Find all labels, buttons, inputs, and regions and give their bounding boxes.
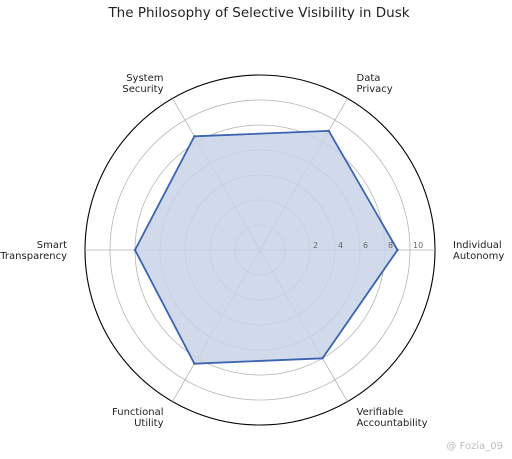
- series-fill-0: [135, 130, 398, 364]
- series-point-0-1: [327, 129, 330, 133]
- series-layer: [133, 129, 399, 365]
- axis-label-2-1: Security: [122, 84, 163, 95]
- axis-label-4-0: Functional: [112, 407, 163, 418]
- chart-title: The Philosophy of Selective Visibility i…: [107, 5, 409, 21]
- axis-label-1-1: Privacy: [357, 84, 393, 95]
- axis-label-5-1: Accountability: [357, 418, 428, 429]
- tick-label-6: 6: [363, 241, 368, 250]
- tick-label-2: 2: [313, 241, 318, 250]
- series-point-0-4: [193, 362, 196, 365]
- axis-label-2-0: System: [126, 73, 163, 84]
- series-point-0-5: [321, 357, 324, 360]
- axis-label-0-0: Individual: [453, 240, 502, 251]
- radial-tick-labels: 2 4 6 8 10: [313, 241, 423, 250]
- axis-label-1-0: Data: [357, 73, 381, 84]
- watermark: @ Fozia_09: [446, 441, 503, 452]
- tick-label-8: 8: [388, 241, 393, 250]
- series-point-0-2: [193, 135, 196, 138]
- axis-label-4-1: Utility: [134, 418, 163, 429]
- axis-label-3-1: Transparency: [0, 251, 67, 262]
- tick-label-4: 4: [338, 241, 343, 250]
- axis-label-0-1: Autonomy: [453, 251, 504, 262]
- tick-label-10: 10: [413, 241, 423, 250]
- axis-label-3-0: Smart: [37, 240, 67, 251]
- series-point-0-0: [396, 248, 399, 252]
- series-point-0-3: [133, 248, 137, 252]
- axis-label-5-0: Verifiable: [357, 407, 404, 418]
